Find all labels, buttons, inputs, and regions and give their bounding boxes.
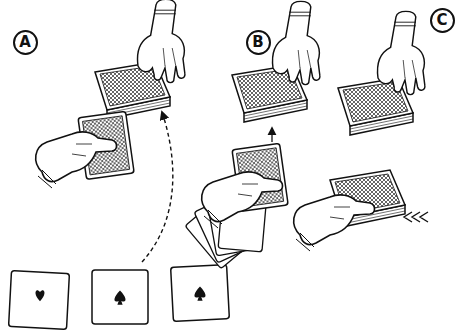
panel-label: B xyxy=(246,30,271,55)
panel-letter: A xyxy=(19,35,31,50)
panel-letter: B xyxy=(252,35,263,50)
panel-letter: C xyxy=(436,13,447,28)
panel-label: A xyxy=(13,30,38,55)
panel-label: C xyxy=(430,8,455,33)
